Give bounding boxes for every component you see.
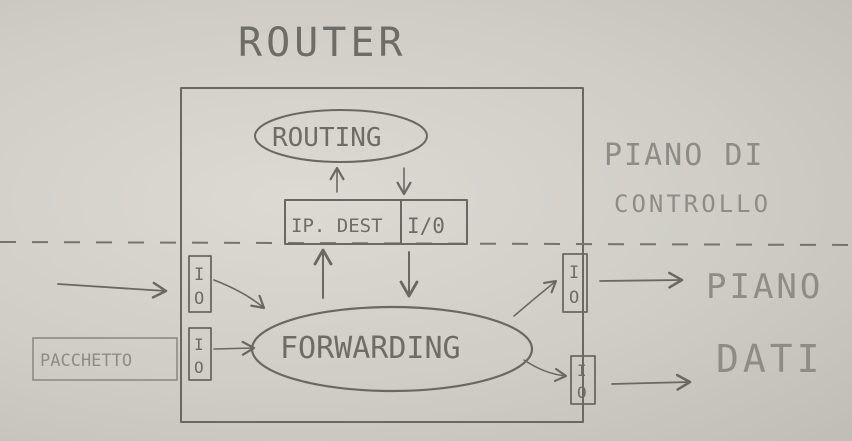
router-box bbox=[180, 87, 584, 423]
table-ip-dest: IP. DEST bbox=[291, 215, 383, 237]
output-port-bottom-i: I bbox=[577, 361, 587, 380]
output-port-top-o: O bbox=[569, 288, 579, 308]
input-port-bottom-i: I bbox=[194, 335, 204, 354]
data-plane-line1: PIANO bbox=[706, 267, 823, 307]
arrow-input-top-to-forwarding bbox=[213, 279, 266, 310]
routing-node bbox=[254, 109, 428, 163]
output-port-bottom-o: O bbox=[577, 383, 587, 402]
arrow-forwarding-to-output-bottom bbox=[523, 359, 568, 383]
output-port-top-i: I bbox=[569, 263, 579, 283]
input-port-top-i: I bbox=[194, 265, 204, 285]
outgoing-arrow-bottom bbox=[611, 373, 692, 391]
packet-box bbox=[32, 337, 178, 381]
output-port-top bbox=[562, 253, 588, 313]
forwarding-label: FORWARDING bbox=[280, 331, 461, 366]
packet-label: PACCHETTO bbox=[40, 351, 132, 371]
output-port-bottom bbox=[570, 355, 596, 405]
control-plane-line1: PIANO DI bbox=[604, 138, 765, 173]
forwarding-table bbox=[284, 199, 468, 245]
arrow-input-bottom-to-forwarding bbox=[213, 340, 256, 356]
outgoing-arrow-top bbox=[599, 271, 684, 289]
table-io: I/0 bbox=[407, 214, 445, 238]
input-port-top bbox=[188, 255, 212, 313]
data-plane-line2: DATI bbox=[716, 337, 824, 381]
arrow-forwarding-to-output-top bbox=[513, 279, 558, 317]
input-port-top-o: O bbox=[194, 289, 204, 309]
routing-label: ROUTING bbox=[272, 123, 382, 153]
incoming-arrow bbox=[57, 281, 168, 299]
control-plane-line2: CONTROLLO bbox=[614, 190, 771, 218]
router-title: ROUTER bbox=[238, 20, 407, 66]
input-port-bottom bbox=[188, 327, 212, 381]
input-port-bottom-o: O bbox=[194, 358, 204, 377]
